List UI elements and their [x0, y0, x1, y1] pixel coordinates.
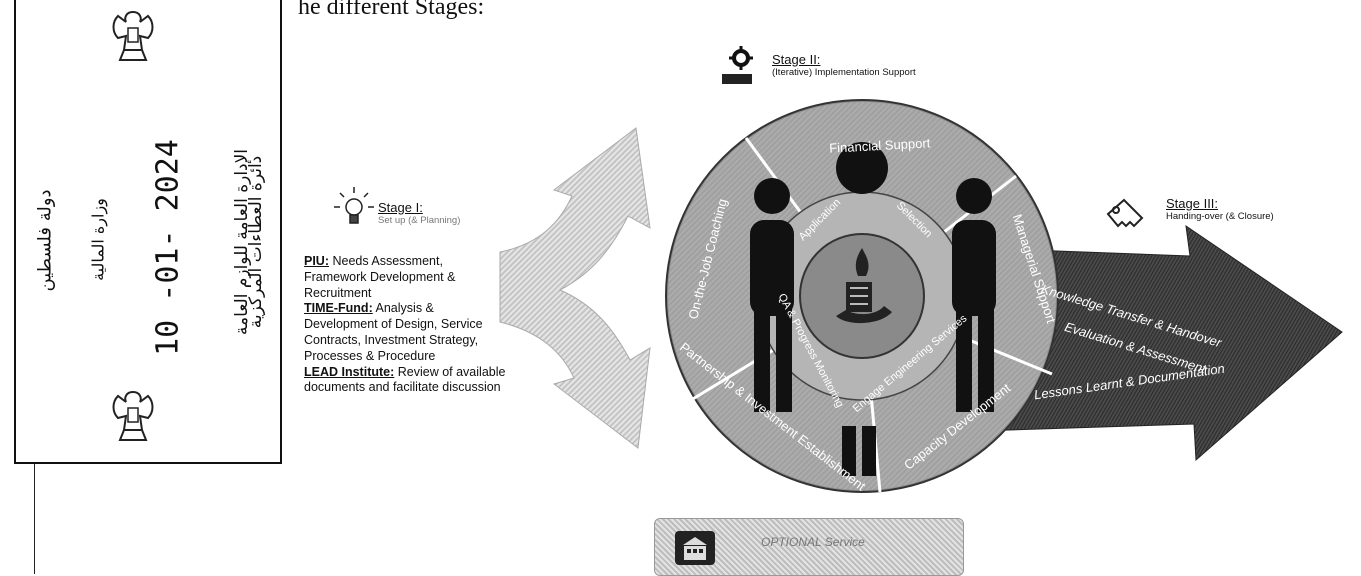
stage2-header: Stage II: (Iterative) Implementation Sup… [772, 52, 916, 78]
lightbulb-icon [334, 187, 374, 224]
time-fund-text: Analysis & Development of Design, Servic… [304, 301, 483, 363]
section-heading: he different Stages: [298, 0, 485, 20]
person-left-icon [750, 178, 794, 412]
stage3-title: Stage III: [1166, 196, 1219, 211]
eagle-emblem-icon [112, 390, 154, 441]
eagle-emblem-icon [112, 10, 154, 61]
piu-text: Needs Assessment, Framework Development … [304, 254, 456, 300]
person-top-icon [836, 142, 888, 194]
optional-service-label: OPTIONAL Service [761, 535, 865, 549]
stage2-subtitle: (Iterative) Implementation Support [772, 67, 916, 78]
stage1-title: Stage I: [378, 200, 423, 215]
key-icon [1106, 198, 1144, 228]
gear-money-icon [722, 46, 753, 84]
person-bottom-icon [842, 426, 876, 476]
person-right-icon [952, 178, 996, 412]
ministry-stamp: دولة فلسطين وزارة المالية 10 -01- 2024 ا… [14, 0, 282, 464]
stage1-text-box: PIU: Needs Assessment, Framework Develop… [304, 254, 506, 424]
optional-service-box: OPTIONAL Service [654, 518, 964, 576]
time-fund-label: TIME-Fund: [304, 301, 373, 316]
stage3-subtitle: Handing-over (& Closure) [1166, 211, 1274, 222]
lead-institute-text: Review of available documents and facili… [304, 364, 506, 395]
school-building-icon [675, 531, 715, 565]
stage1-subtitle: Set up (& Planning) [378, 215, 461, 226]
stage2-title: Stage II: [772, 52, 821, 67]
investment-hand-icon [836, 248, 892, 324]
lead-institute-label: LEAD Institute: [304, 364, 395, 379]
stage1-arrow-shape [499, 127, 651, 449]
piu-label: PIU: [304, 254, 329, 268]
stage3-header: Stage III: Handing-over (& Closure) [1166, 196, 1274, 222]
segment-financial-support: Financial Support [829, 135, 931, 155]
stage1-header: Stage I: Set up (& Planning) [378, 200, 460, 226]
